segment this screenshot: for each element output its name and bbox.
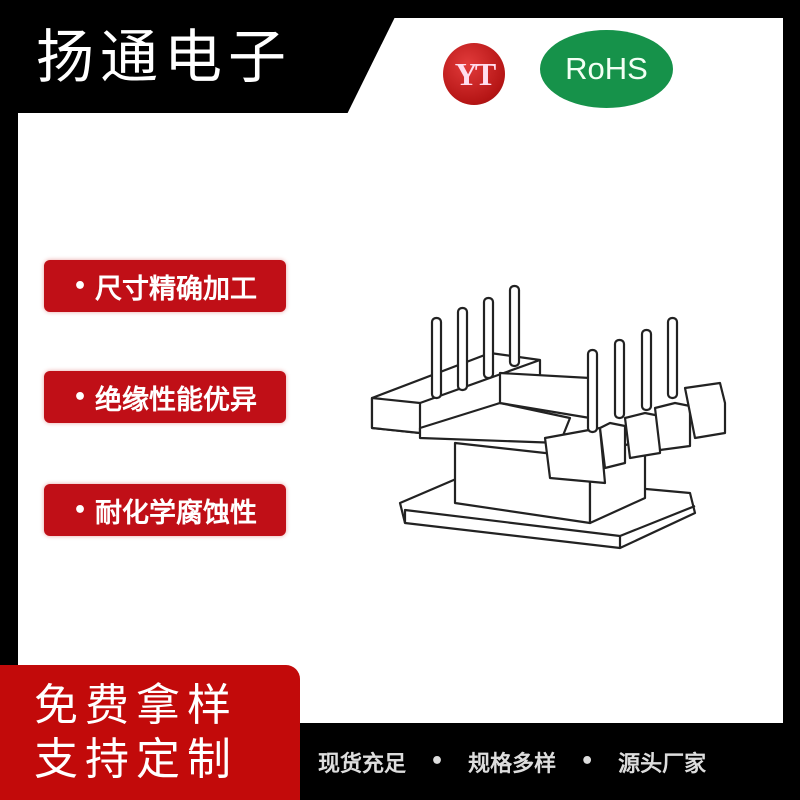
bottom-slogan-bar: 现货充足 • 规格多样 • 源头厂家 [300,723,800,800]
yt-logo-icon: YT [443,43,505,105]
cta-line-1: 免费拿样 [34,680,238,731]
bullet-icon: • [72,384,88,410]
feature-label: 耐化学腐蚀性 [95,497,258,529]
feature-tag-precision: • 尺寸精确加工 [44,260,286,312]
separator-dot-icon: • [580,749,595,774]
header-band [0,0,395,113]
transformer-bobbin-image [370,284,727,550]
separator-dot-icon: • [430,749,445,774]
slogan-item: 规格多样 [468,751,557,777]
bullet-icon: • [72,273,88,299]
feature-tag-insulation: • 绝缘性能优异 [44,371,286,423]
feature-label: 绝缘性能优异 [95,384,258,416]
feature-tag-corrosion: • 耐化学腐蚀性 [44,484,286,536]
brand-name: 扬通电子 [36,23,293,91]
slogan-item: 源头厂家 [618,751,707,777]
rohs-badge: RoHS [540,30,673,108]
feature-label: 尺寸精确加工 [95,273,258,305]
slogan-item: 现货充足 [318,751,407,777]
cta-line-2: 支持定制 [34,734,238,785]
content-panel [18,18,783,723]
bullet-icon: • [72,497,88,523]
free-sample-banner: 免费拿样 支持定制 [0,665,300,800]
